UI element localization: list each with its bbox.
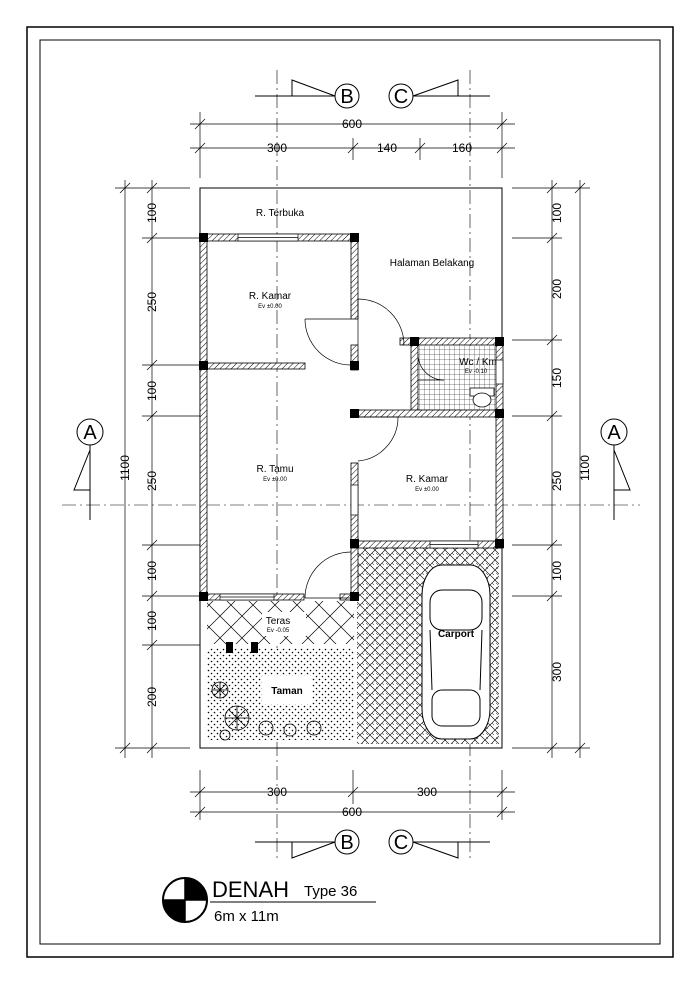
dim-right-part-2: 200 (550, 279, 564, 299)
dim-top-total: 600 (342, 117, 362, 131)
columns (199, 233, 504, 653)
section-c-bottom: C (394, 832, 408, 854)
section-b-top: B (340, 86, 353, 108)
sheet-inner-border (39, 39, 661, 945)
dim-left-part-4: 250 (145, 471, 159, 491)
room-kamar1-label: R. Kamar (249, 291, 292, 302)
room-kamar2-elev: Ev ±0.00 (415, 487, 439, 493)
title-size: 6m x 11m (214, 908, 279, 925)
dim-bottom-part-2: 300 (417, 785, 437, 799)
taman-label-bg (262, 676, 312, 704)
room-tamu-label: R. Tamu (256, 464, 293, 475)
dim-bottom-part-1: 300 (267, 785, 287, 799)
sheet-outer-border (26, 26, 674, 958)
title-type: Type 36 (304, 883, 357, 900)
dim-left-part-2: 250 (145, 292, 159, 312)
toilet (469, 387, 495, 408)
section-a-right: A (607, 422, 621, 444)
section-b-bottom: B (340, 832, 353, 854)
room-teras-label: Teras (266, 616, 290, 627)
dim-left-part-1: 100 (145, 203, 159, 223)
dim-top-part-1: 300 (267, 141, 287, 155)
dim-right-part-1: 100 (550, 203, 564, 223)
dim-top-part-3: 160 (452, 141, 472, 155)
title-block: DENAH Type 36 6m x 11m (162, 877, 376, 925)
teras-label-bg (262, 612, 306, 636)
room-taman-label: Taman (271, 686, 303, 697)
windows (219, 233, 504, 601)
dim-right-part-6: 300 (550, 662, 564, 682)
dim-bottom-total: 600 (342, 805, 362, 819)
dim-right-part-4: 250 (550, 471, 564, 491)
room-tamu-elev: Ev ±0.00 (263, 477, 287, 483)
dim-left-part-5: 100 (145, 561, 159, 581)
section-a-left: A (83, 422, 97, 444)
section-labels: B C B C A A (83, 86, 621, 854)
room-carport-label: Carport (438, 629, 475, 640)
dim-left-part-7: 200 (145, 687, 159, 707)
dimension-labels: 600 300 140 160 300 300 600 1100 100 250… (118, 117, 592, 819)
dimension-lines (115, 112, 590, 820)
dim-left-part-3: 100 (145, 381, 159, 401)
room-kamar1-elev: Ev ±0.00 (258, 304, 282, 310)
room-labels: R. Terbuka Halaman Belakang R. Kamar Ev … (249, 208, 497, 697)
dim-right-total: 1100 (578, 455, 592, 481)
title-main: DENAH (212, 877, 289, 902)
doors (304, 298, 445, 599)
section-c-top: C (394, 86, 408, 108)
room-kamar2-label: R. Kamar (406, 474, 449, 485)
car (421, 564, 491, 740)
dim-left-part-6: 100 (145, 611, 159, 631)
room-terbuka-label: R. Terbuka (256, 208, 305, 219)
room-teras-elev: Ev -0.05 (267, 628, 290, 634)
dim-right-part-5: 100 (550, 561, 564, 581)
room-wc-label: Wc / Km (459, 357, 497, 368)
section-markers (73, 79, 631, 859)
dim-left-total: 1100 (118, 455, 132, 481)
room-halaman-label: Halaman Belakang (390, 258, 475, 269)
dim-top-part-2: 140 (377, 141, 397, 155)
plant-icon (211, 681, 322, 741)
dim-right-part-3: 150 (550, 368, 564, 388)
room-wc-elev: Ev -0.10 (465, 369, 488, 375)
